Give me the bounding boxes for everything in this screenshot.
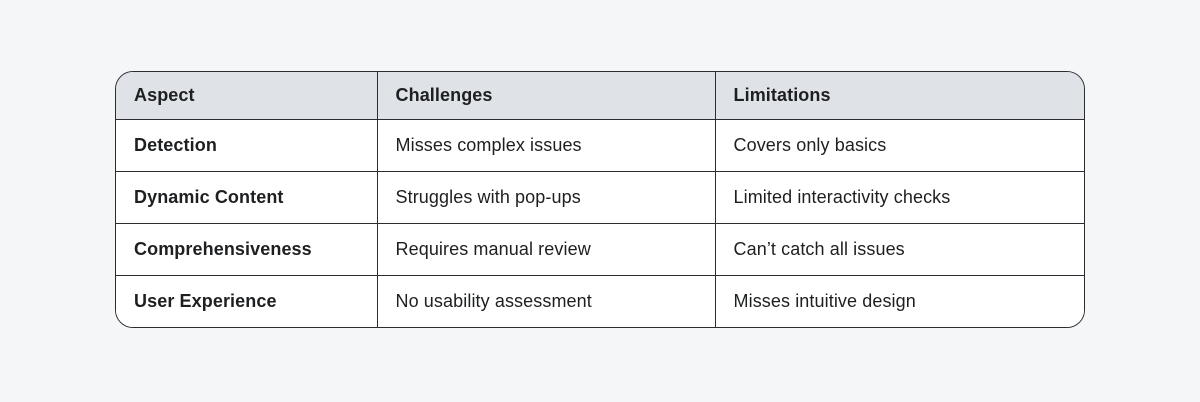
table-cell-limitations: Limited interactivity checks — [714, 170, 1084, 224]
table-cell-aspect: Dynamic Content — [116, 170, 378, 224]
table-cell-aspect: Detection — [116, 118, 378, 172]
table-cell-challenges: Requires manual review — [376, 222, 716, 276]
table-cell-limitations: Misses intuitive design — [714, 274, 1084, 327]
table-cell-challenges: No usability assessment — [376, 274, 716, 327]
column-header-aspect: Aspect — [116, 72, 378, 120]
column-header-challenges: Challenges — [376, 72, 716, 120]
table-cell-limitations: Can’t catch all issues — [714, 222, 1084, 276]
table-cell-challenges: Struggles with pop-ups — [376, 170, 716, 224]
table-cell-limitations: Covers only basics — [714, 118, 1084, 172]
table-cell-aspect: User Experience — [116, 274, 378, 327]
table-cell-challenges: Misses complex issues — [376, 118, 716, 172]
table-cell-aspect: Comprehensiveness — [116, 222, 378, 276]
column-header-limitations: Limitations — [714, 72, 1084, 120]
